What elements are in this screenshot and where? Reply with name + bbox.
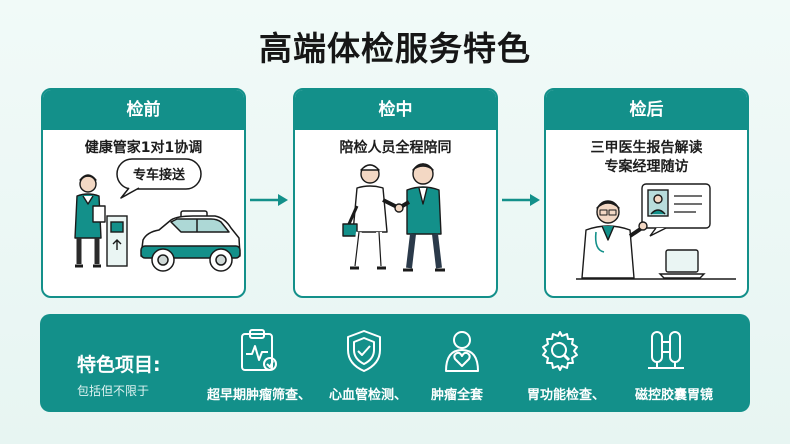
capsule-endoscope-icon — [648, 331, 684, 369]
feature-title: 特色项目: — [77, 354, 161, 376]
feature-item-tumor-screening: 超早期肿瘤筛查、 — [207, 388, 312, 403]
doctor-icon — [581, 200, 648, 279]
stage-head-post: 检后 — [546, 90, 747, 130]
feature-subtitle: 包括但不限于 — [77, 384, 150, 398]
report-card-icon — [641, 183, 711, 237]
taxi-car-icon — [140, 210, 241, 272]
stage-desc-during: 陪检人员全程陪同 — [339, 140, 452, 156]
doctor-consult-illustration — [576, 183, 736, 280]
feature-item-tumor-panel: 肿瘤全套 — [431, 388, 484, 403]
clipboard-heart-icon — [241, 329, 277, 371]
shield-check-icon — [347, 330, 381, 372]
feature-item-gastric-function: 胃功能检查、 — [527, 388, 606, 403]
concierge-woman-icon — [74, 174, 106, 268]
concierge-car-illustration: 专车接送 — [74, 158, 241, 272]
stomach-scan-icon — [542, 331, 578, 371]
businessman-icon — [394, 163, 445, 272]
feature-panel: 特色项目: 包括但不限于 — [40, 314, 750, 412]
handshake-illustration — [342, 163, 445, 272]
stage-desc-post-2: 专案经理随访 — [604, 159, 689, 175]
person-heart-icon — [445, 331, 479, 372]
page-title: 高端体检服务特色 — [259, 29, 531, 68]
speech-bubble-icon: 专车接送 — [116, 158, 202, 199]
stage-desc-post-1: 三甲医生报告解读 — [590, 140, 703, 156]
stage-head-pre: 检前 — [43, 90, 244, 130]
stage-card-during: 检中 陪检人员全程陪同 — [293, 88, 498, 298]
feature-item-capsule-endoscopy: 磁控胶囊胃镜 — [635, 388, 714, 403]
kiosk-icon — [106, 215, 128, 267]
stage-card-post: 检后 三甲医生报告解读 专案经理随访 — [544, 88, 749, 298]
stage-desc-pre: 健康管家1对1协调 — [84, 140, 203, 156]
arrow-right-icon — [502, 194, 540, 206]
stage-head-during: 检中 — [295, 90, 496, 130]
nurse-icon — [342, 164, 400, 270]
stage-card-pre: 检前 健康管家1对1协调 专车接送 — [41, 88, 246, 298]
bubble-text: 专车接送 — [133, 167, 186, 183]
feature-item-cardiovascular: 心血管检测、 — [329, 388, 408, 403]
arrow-right-icon — [250, 194, 288, 206]
laptop-icon — [658, 249, 706, 279]
